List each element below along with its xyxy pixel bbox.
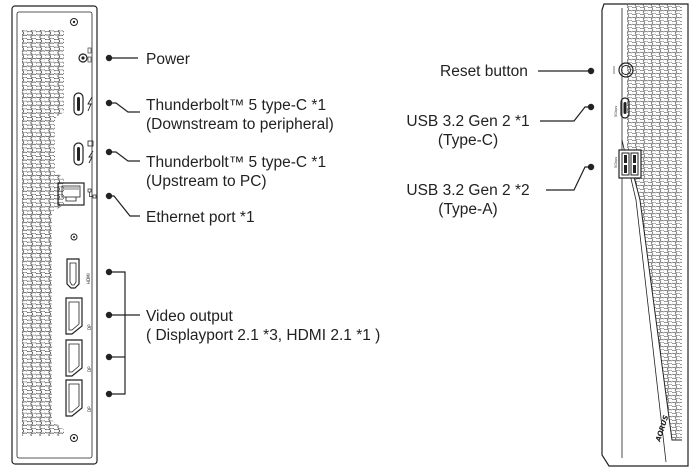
label-line: ( Displayport 2.1 *3, HDMI 2.1 *1 ) [146,327,381,344]
screw-icon [70,18,78,26]
monitor-icon [87,140,94,147]
label-line: (Type-A) [438,201,498,218]
hdmi-tag: HDMI [86,273,91,284]
dp-tag: DP [87,366,92,372]
hdmi-port: HDMI [66,258,91,289]
dp-tag: DP [87,406,92,412]
displayport-2: DP [65,339,92,377]
screw-icon [70,233,78,241]
label-usb-c: USB 3.2 Gen 2 *1 (Type-C) [398,112,538,150]
rear-leader-lines [105,54,140,398]
label-thunderbolt-upstream: Thunderbolt™ 5 type-C *1 (Upstream to PC… [146,153,326,191]
label-line: (Downstream to peripheral) [146,116,334,133]
label-line: Thunderbolt™ 5 type-C *1 [146,154,327,171]
thunderbolt-icon [87,96,93,112]
label-thunderbolt-downstream: Thunderbolt™ 5 type-C *1 (Downstream to … [146,96,334,134]
rear-panel: HDMI DP DP DP [11,5,98,465]
label-line: Thunderbolt™ 5 type-C *1 [146,97,327,114]
thunderbolt-downstream-port [73,92,93,116]
usb-speed-tag: 5Gbps [614,157,618,168]
reset-button [613,62,634,78]
front-panel: AORUS 5Gbps 5Gbps [601,3,689,467]
label-line: Video output [146,308,233,325]
displayport-3: DP [65,379,92,417]
label-usb-a: USB 3.2 Gen 2 *2 (Type-A) [398,181,538,219]
label-reset-button: Reset button [440,63,528,80]
label-video-output: Video output ( Displayport 2.1 *3, HDMI … [146,307,380,345]
label-power: Power [146,51,190,68]
label-line: USB 3.2 Gen 2 *2 [406,182,530,199]
network-icon [87,188,97,199]
thunderbolt-upstream-port [73,140,94,166]
usb-a-ports: 5Gbps [614,149,642,179]
screw-icon [70,434,78,442]
dp-tag: DP [87,324,92,330]
ethernet-port [57,182,97,206]
power-port [78,47,92,63]
front-leader-lines [538,67,595,191]
label-line: (Upstream to PC) [146,173,267,190]
label-ethernet: Ethernet port *1 [146,209,255,226]
label-line: USB 3.2 Gen 2 *1 [406,113,530,130]
thunderbolt-icon [88,150,94,164]
displayport-1: DP [65,297,92,335]
usb-c-port: 5Gbps [614,97,630,119]
usb-speed-tag: 5Gbps [614,106,618,117]
label-line: (Type-C) [437,132,499,149]
